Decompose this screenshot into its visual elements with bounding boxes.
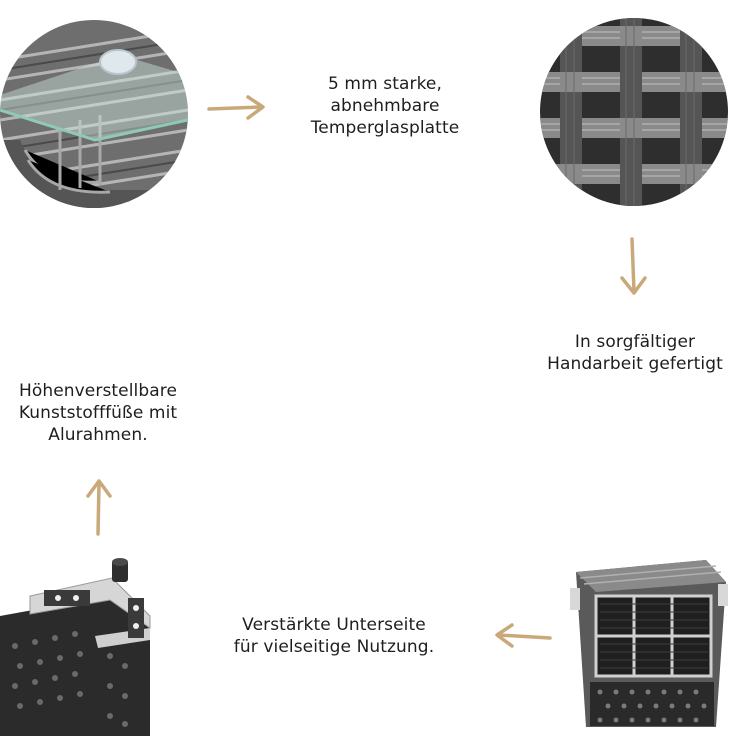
weave-closeup-photo bbox=[540, 18, 728, 206]
arrow-left-bottom bbox=[492, 622, 554, 650]
caption-underside: Verstärkte Unterseite für vielseitige Nu… bbox=[233, 615, 435, 657]
arrow-down-right bbox=[618, 236, 648, 298]
feet-frame-image bbox=[0, 556, 170, 736]
arrow-up-left bbox=[84, 476, 114, 538]
weave-closeup-image bbox=[540, 18, 728, 206]
underside-photo bbox=[566, 552, 736, 732]
underside-image bbox=[566, 552, 736, 732]
feet-frame-photo bbox=[0, 556, 170, 736]
glass-plate-image bbox=[0, 20, 188, 208]
caption-feet: Höhenverstellbare Kunststofffüße mit Alu… bbox=[18, 381, 178, 445]
arrow-right-top bbox=[206, 94, 268, 122]
caption-handmade: In sorgfältiger Handarbeit gefertigt bbox=[547, 332, 723, 374]
glass-plate-photo bbox=[0, 20, 188, 208]
caption-glass-plate: 5 mm starke, abnehmbare Temperglasplatte bbox=[310, 74, 460, 138]
